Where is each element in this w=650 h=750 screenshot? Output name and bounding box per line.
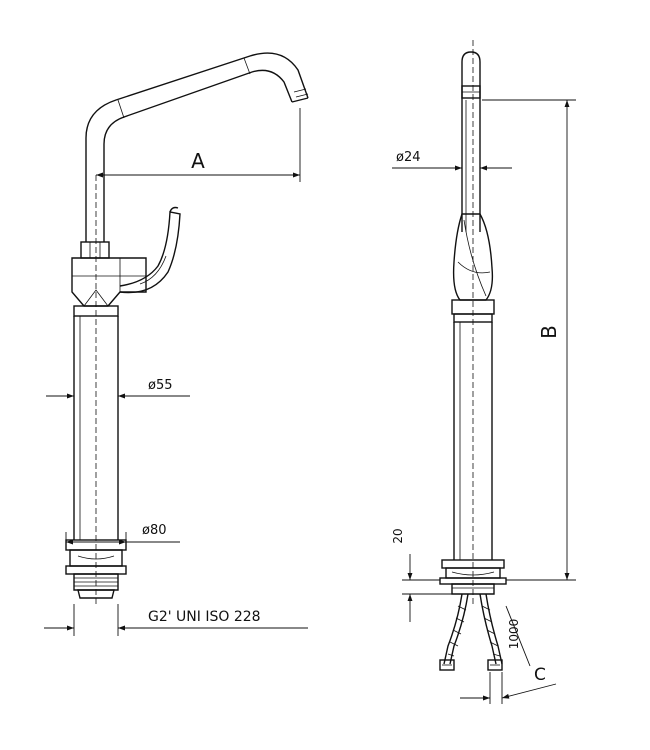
dim-c-label: C — [534, 665, 546, 685]
front-column — [73, 305, 119, 540]
front-spout-nut — [80, 241, 110, 259]
front-lever-handle — [119, 206, 181, 294]
side-view: ø24 B 20 1000 C — [391, 40, 576, 704]
dim-24: ø24 — [392, 150, 512, 171]
front-view: A ø55 ø80 G2' UNI ISO 228 — [44, 52, 309, 636]
dim-80: ø80 — [65, 523, 180, 548]
dim-a-label: A — [191, 149, 205, 173]
front-spout — [85, 52, 309, 242]
dim-b-label: B — [537, 325, 561, 339]
side-spout — [461, 51, 481, 232]
dim-1000-label: 1000 — [507, 619, 521, 650]
side-hoses — [439, 593, 503, 671]
dim-80-label: ø80 — [142, 523, 167, 538]
dim-a: A — [96, 108, 301, 182]
dim-20: 20 — [391, 528, 452, 622]
dim-20-label: 20 — [391, 528, 405, 543]
dim-55: ø55 — [46, 378, 190, 399]
dim-b: B — [482, 99, 576, 581]
dim-thread-label: G2' UNI ISO 228 — [148, 609, 261, 625]
dim-24-label: ø24 — [396, 150, 421, 165]
dim-1000: 1000 — [505, 605, 531, 667]
front-mixer-body — [71, 257, 147, 307]
dim-thread: G2' UNI ISO 228 — [44, 604, 308, 636]
dim-55-label: ø55 — [148, 378, 173, 393]
dim-c: C — [460, 665, 557, 704]
